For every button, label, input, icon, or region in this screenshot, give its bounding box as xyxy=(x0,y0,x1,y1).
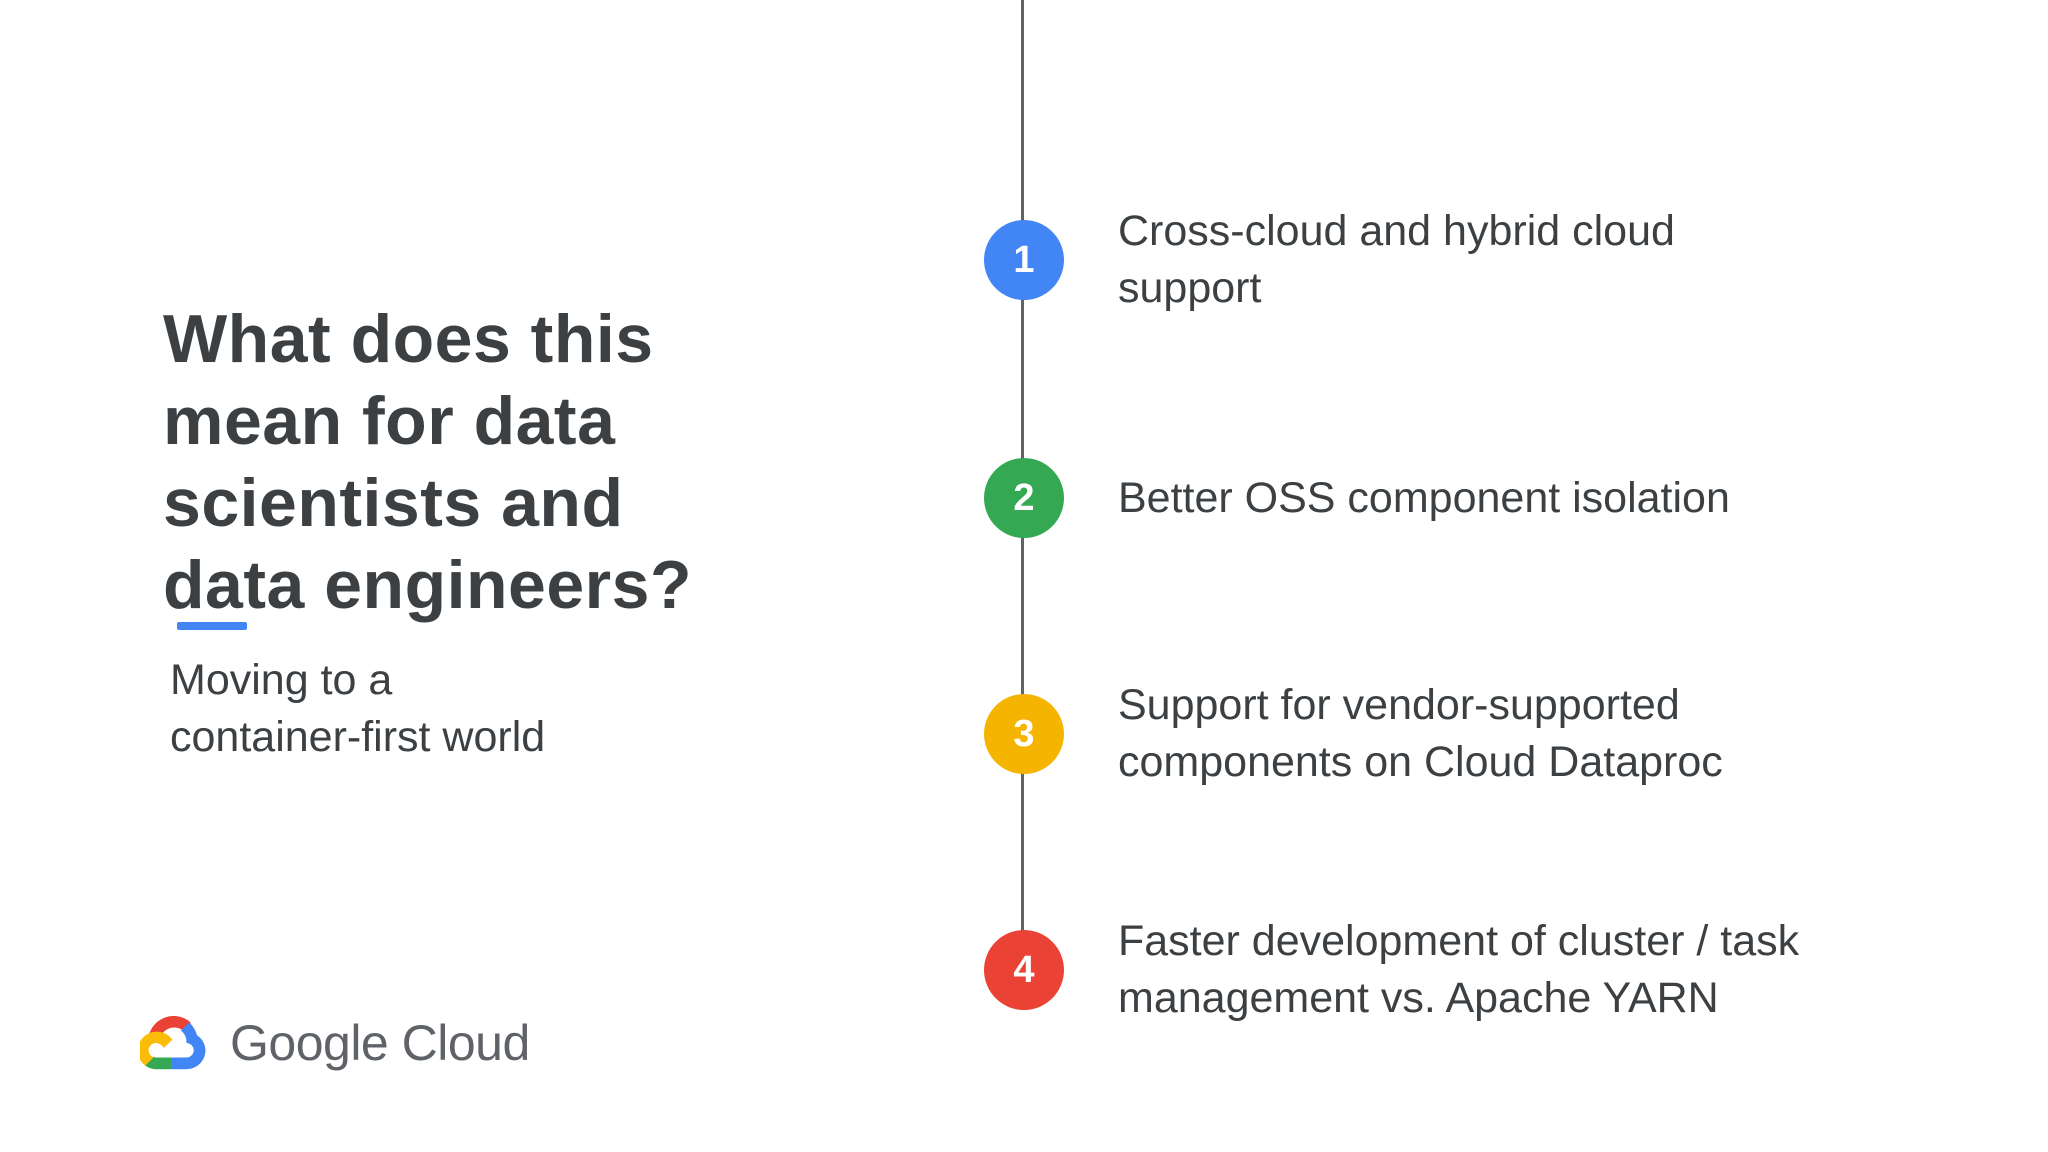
timeline-item-1: 1 Cross-cloud and hybrid cloud support xyxy=(984,203,1675,317)
google-cloud-icon xyxy=(140,1016,206,1070)
timeline-item-3-label: Support for vendor-supported components … xyxy=(1118,681,1723,786)
timeline-marker-3: 3 xyxy=(984,694,1064,774)
google-cloud-logo: Google Cloud xyxy=(140,1014,530,1072)
timeline-marker-2: 2 xyxy=(984,458,1064,538)
timeline-item-1-label: Cross-cloud and hybrid cloud support xyxy=(1118,207,1675,312)
slide-subtitle: Moving to a container-first world xyxy=(170,656,546,761)
timeline-item-2-label: Better OSS component isolation xyxy=(1118,473,1730,522)
timeline-item-4-label: Faster development of cluster / task man… xyxy=(1118,917,1800,1022)
timeline-item-3: 3 Support for vendor-supported component… xyxy=(984,677,1723,791)
google-cloud-wordmark: Google Cloud xyxy=(230,1015,530,1071)
slide-title: What does this mean for data scientists … xyxy=(163,300,692,623)
timeline-marker-4: 4 xyxy=(984,930,1064,1010)
timeline-marker-1: 1 xyxy=(984,220,1064,300)
accent-dash xyxy=(177,622,247,630)
timeline-item-4: 4 Faster development of cluster / task m… xyxy=(984,913,1799,1027)
timeline-item-2: 2 Better OSS component isolation xyxy=(984,458,1730,538)
